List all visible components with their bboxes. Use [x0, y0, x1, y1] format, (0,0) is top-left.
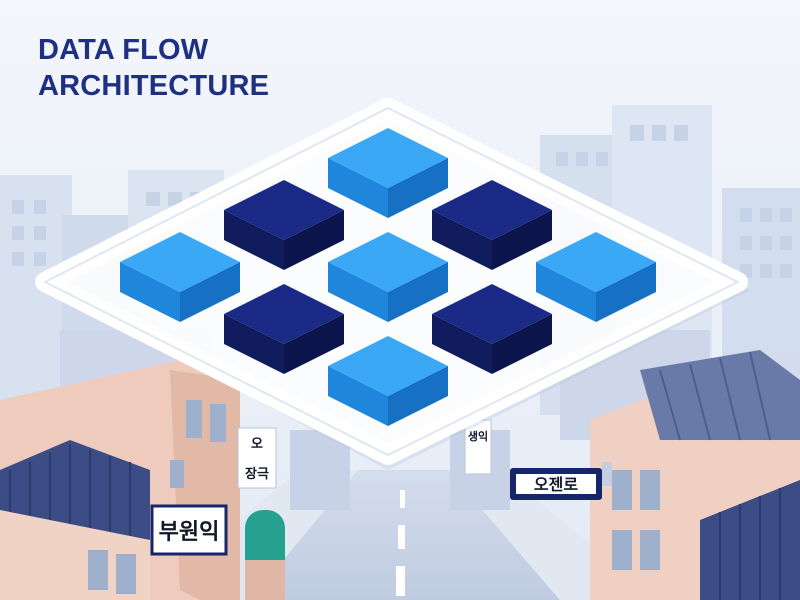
- right-buildings: 오젠로 생익: [464, 350, 800, 600]
- block-connector: [433, 245, 447, 251]
- block-connector: [225, 297, 239, 303]
- title-line-1: DATA FLOW: [38, 34, 209, 66]
- pole-sign-center: 생익: [468, 429, 488, 443]
- data-block-4: [120, 232, 240, 322]
- data-block-7: [224, 284, 344, 374]
- left-buildings: 부원익 오 장극: [0, 360, 285, 600]
- pole-sign-left-bottom: 장극: [245, 466, 269, 482]
- data-block-2: [224, 180, 344, 270]
- block-grid: [120, 128, 656, 426]
- block-connector: [329, 349, 343, 355]
- block-connector: [225, 245, 239, 251]
- data-block-3: [432, 180, 552, 270]
- block-connector: [433, 349, 447, 355]
- data-block-1: [328, 128, 448, 218]
- block-connector: [433, 193, 447, 199]
- pole-sign-left-top: 오: [251, 437, 263, 452]
- page-title: DATA FLOW ARCHITECTURE: [38, 32, 269, 104]
- block-connectors: [225, 193, 551, 355]
- street-sign-right: 오젠로: [534, 475, 578, 494]
- data-block-8: [432, 284, 552, 374]
- block-connector: [537, 297, 551, 303]
- shop-sign-left: 부원익: [159, 520, 220, 545]
- block-connector: [329, 297, 343, 303]
- block-connector: [537, 245, 551, 251]
- data-block-9: [328, 336, 448, 426]
- title-line-2: ARCHITECTURE: [38, 70, 270, 102]
- data-block-5: [328, 232, 448, 322]
- block-connector: [433, 297, 447, 303]
- block-connector: [329, 245, 343, 251]
- block-connector: [329, 193, 343, 199]
- data-block-6: [536, 232, 656, 322]
